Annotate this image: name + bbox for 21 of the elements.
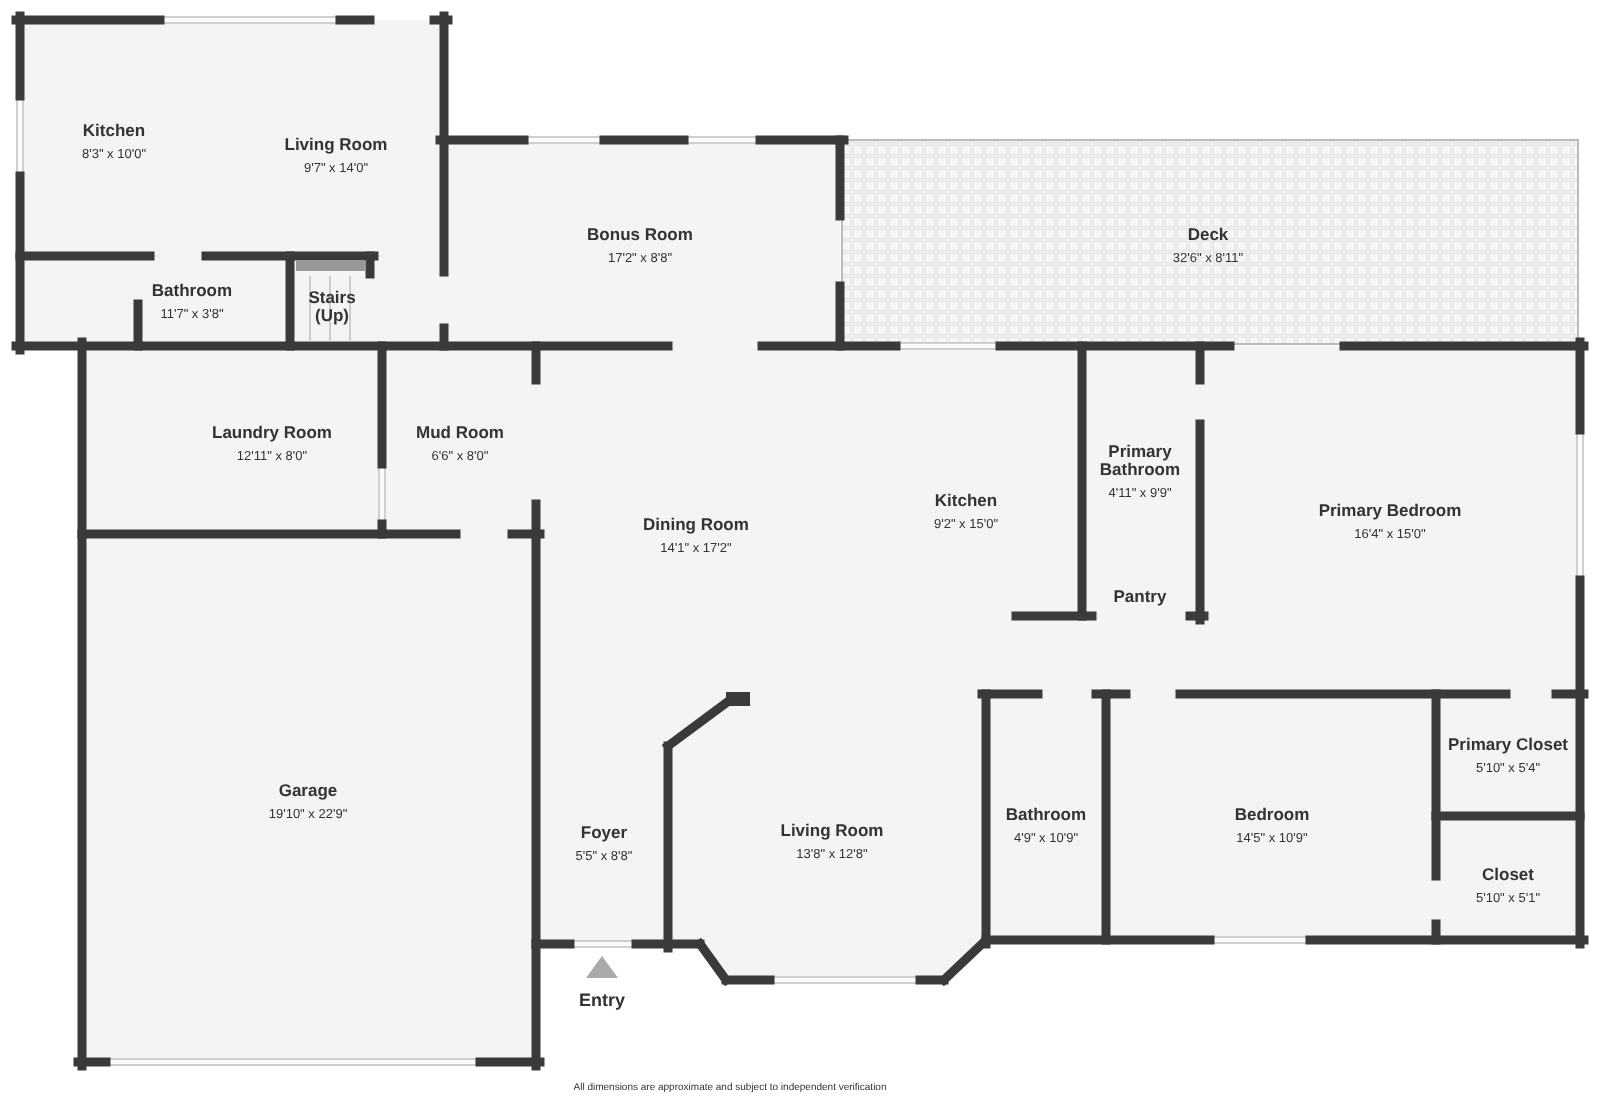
room-name: Kitchen — [934, 492, 998, 511]
room-name: Bonus Room — [587, 226, 693, 245]
room-name: Stairs (Up) — [306, 289, 358, 327]
room-name: Deck — [1187, 226, 1229, 245]
room-name: Mud Room — [416, 424, 504, 443]
room-name: Living Room — [284, 136, 388, 155]
room-name: Bathroom — [151, 282, 233, 301]
room-name: Foyer — [580, 824, 628, 843]
room-name: Pantry — [1113, 588, 1167, 608]
entry-label: Entry — [579, 990, 625, 1010]
room-name: Garage — [278, 782, 338, 801]
room-name: Primary Bedroom — [1318, 502, 1462, 521]
room-name: Dining Room — [643, 516, 749, 535]
room-name: Kitchen — [82, 122, 146, 141]
room-name: Closet — [1482, 866, 1534, 885]
room-name: Primary Bathroom — [1097, 442, 1183, 481]
room-name: Living Room — [780, 822, 884, 841]
room-name: Laundry Room — [212, 424, 332, 443]
room-name: Bathroom — [1005, 806, 1087, 825]
room-name: Primary Closet — [1448, 736, 1568, 755]
room-name: Bedroom — [1234, 806, 1310, 825]
